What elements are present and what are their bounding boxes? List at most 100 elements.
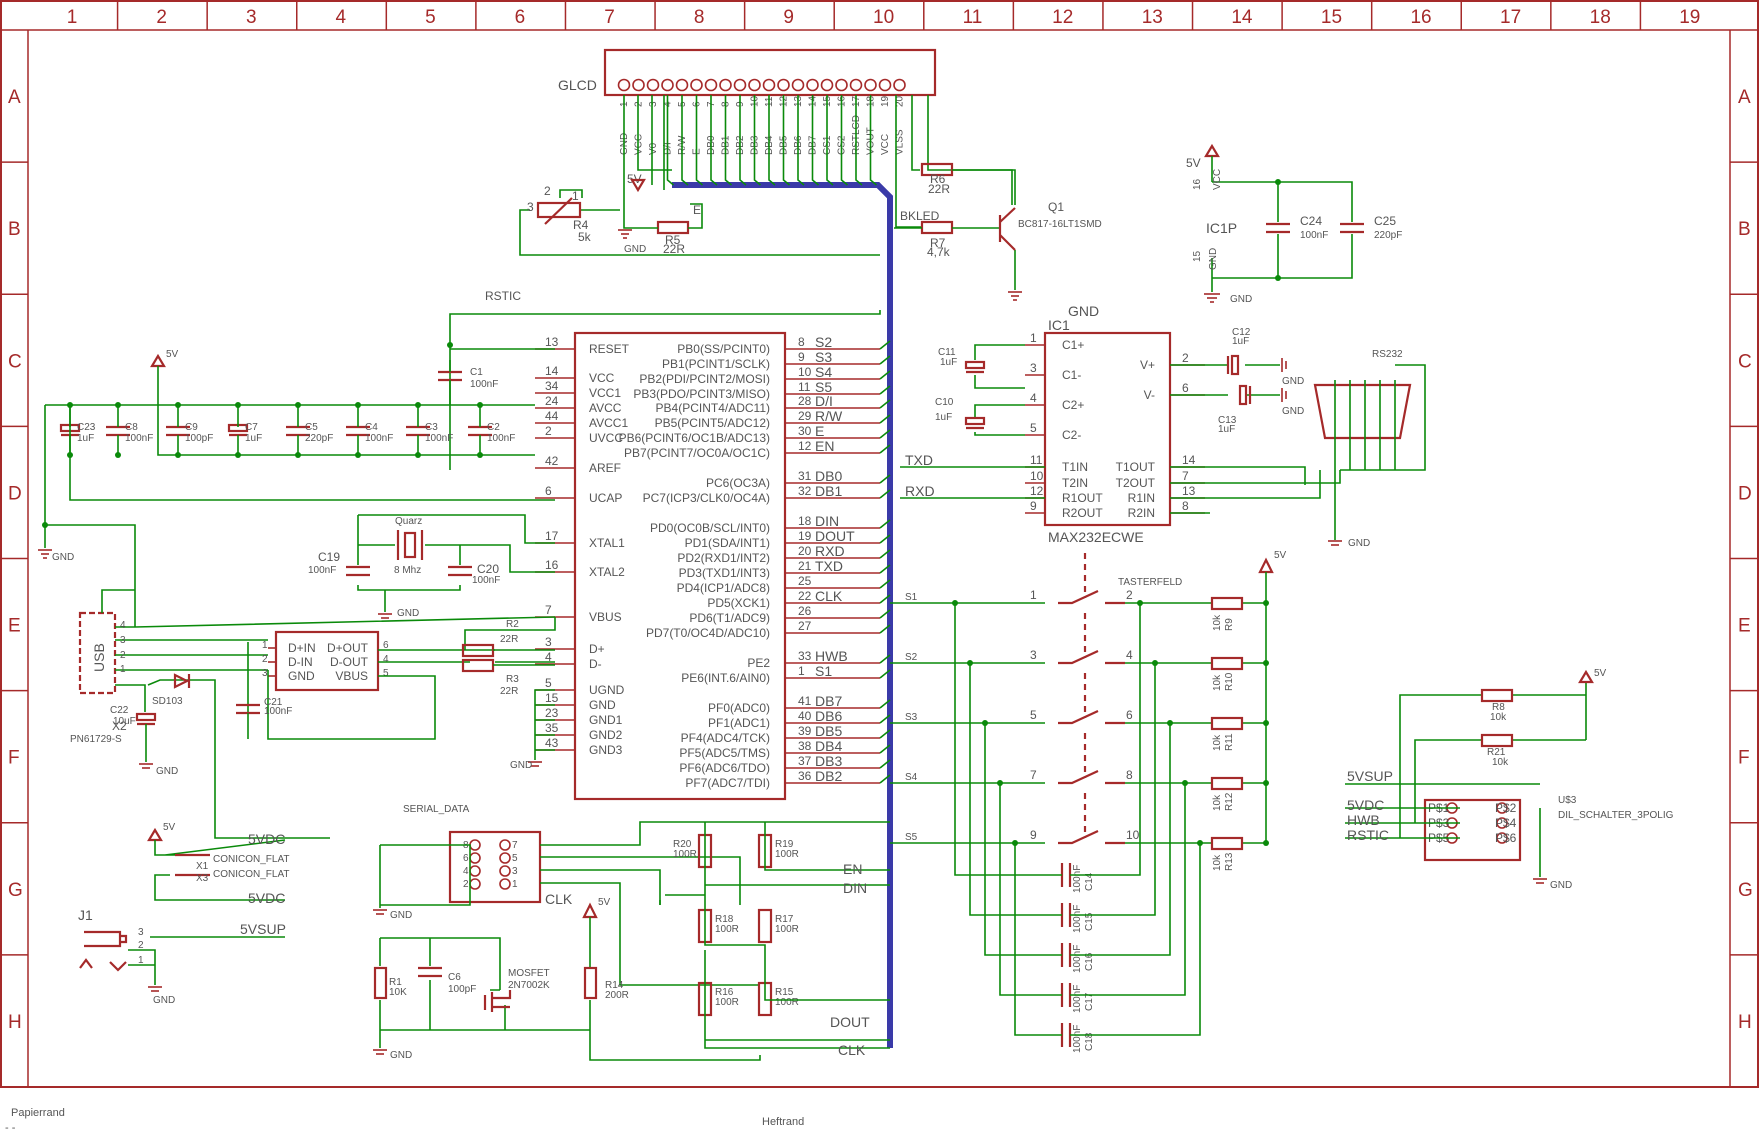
svg-text:3: 3: [120, 635, 126, 646]
column-header: 15: [1321, 7, 1342, 28]
serial-pin-number: 1: [512, 879, 518, 890]
svg-text:IC1: IC1: [1048, 317, 1070, 333]
svg-text:GND: GND: [1282, 376, 1304, 387]
svg-text:GND: GND: [1282, 406, 1304, 417]
max232-pin-name: V+: [1140, 358, 1155, 372]
glcd-pin-label: V0: [648, 142, 659, 155]
mcu-net-label: TXD: [815, 558, 843, 574]
max232-pin-name: C1-: [1062, 368, 1081, 382]
switch-pin-number: 9: [1030, 828, 1037, 842]
mcu-pin-name: PB6(PCINT6/OC1B/ADC13): [619, 431, 770, 445]
resistor-value: 100R: [673, 849, 697, 860]
svg-text:R1: R1: [389, 977, 402, 988]
mcu-pin-name: D+: [589, 642, 605, 656]
svg-text:EN: EN: [843, 861, 862, 877]
max232-pin-name: R1IN: [1128, 491, 1155, 505]
max232-pin-number: 1: [1030, 331, 1037, 345]
max232-pin-number: 9: [1030, 499, 1037, 513]
svg-text:10k: 10k: [1490, 712, 1507, 723]
mcu-pin-name: GND2: [589, 728, 623, 742]
decoupling-capacitors: C231uFC8100nFC9100pFC71uFC5220pFC4100nFC…: [59, 360, 515, 458]
svg-text:R6: R6: [930, 172, 946, 186]
svg-text:1uF: 1uF: [1232, 336, 1249, 347]
mcu-net-label: DB7: [815, 693, 842, 709]
r5-resistor: R5 22R E: [628, 203, 703, 256]
svg-text:C25: C25: [1374, 214, 1396, 228]
glcd-pin-number: 20: [895, 95, 906, 107]
mcu-pin-name: PD1(SDA/INT1): [685, 536, 770, 550]
column-header: 8: [694, 7, 705, 28]
switch-net-label: S1: [905, 592, 918, 603]
svg-text:IC1P: IC1P: [1206, 220, 1237, 236]
column-header: 12: [1052, 7, 1073, 28]
mcu-net-label: RXD: [815, 543, 845, 559]
row-header: C: [1738, 351, 1752, 372]
mcu-pin-number: 26: [798, 604, 812, 618]
usb-chip-pin-number: 1: [262, 640, 268, 651]
svg-text:10K: 10K: [389, 987, 407, 998]
capacitor-value: 1uF: [77, 433, 94, 444]
svg-text:DIL_SCHALTER_3POLIG: DIL_SCHALTER_3POLIG: [1558, 810, 1674, 821]
capacitor-value: 100nF: [1072, 1025, 1083, 1053]
mcu-pin-number: 38: [798, 739, 812, 753]
svg-text:R21: R21: [1487, 747, 1506, 758]
svg-text:RSTIC: RSTIC: [1347, 827, 1389, 843]
resistor-value: 100R: [715, 924, 739, 935]
mcu-pin-name: PF0(ADC0): [708, 701, 770, 715]
svg-text:C19: C19: [318, 550, 340, 564]
capacitor-label: C23: [77, 422, 96, 433]
svg-text:8 Mhz: 8 Mhz: [394, 565, 421, 576]
column-header: 14: [1231, 7, 1253, 28]
usb-connector: USB X2 PN61729-S 4 3 2 1: [70, 589, 556, 839]
mcu-pin-name: PD5(XCK1): [707, 596, 770, 610]
svg-text:22R: 22R: [663, 242, 685, 256]
mcu-pin-name: PD4(ICP1/ADC8): [677, 581, 770, 595]
svg-text:1: 1: [138, 955, 144, 966]
capacitor-label: C2: [487, 422, 500, 433]
resistor-value: 100R: [775, 924, 799, 935]
resistor-value: 10k: [1212, 614, 1223, 631]
mcu-pin-number: 19: [798, 529, 812, 543]
mcu-net-label: D/I: [815, 393, 833, 409]
svg-text:10k: 10k: [1492, 757, 1509, 768]
mcu-net-label: S4: [815, 364, 832, 380]
mcu-pin-number: 14: [545, 364, 559, 378]
mcu-pin-name: UCAP: [589, 491, 622, 505]
mcu-pin-name: PD2(RXD1/INT2): [677, 551, 770, 565]
svg-text:1uF: 1uF: [1218, 424, 1235, 435]
svg-text:100nF: 100nF: [1300, 230, 1328, 241]
column-header: 2: [156, 7, 167, 28]
mcu-pin-name: XTAL1: [589, 536, 625, 550]
mcu-pin-name: PD7(T0/OC4D/ADC10): [646, 626, 770, 640]
switch-net-label: S3: [905, 712, 918, 723]
usb-chip-pin-number: 4: [383, 654, 389, 665]
capacitor-label: C3: [425, 422, 438, 433]
resistor-label: R11: [1224, 733, 1235, 751]
mcu-pin-number: 1: [798, 664, 805, 678]
resistor-label: R20: [673, 839, 692, 850]
mcu-pin-name: PC7(ICP3/CLK0/OC4A): [643, 491, 770, 505]
capacitor-value: 100pF: [185, 433, 213, 444]
capacitor-label: C15: [1084, 912, 1095, 931]
q1-transistor: Q1 BC817-16LT1SMD: [998, 200, 1102, 251]
serial-pin-number: 7: [512, 840, 518, 851]
row-header: A: [8, 87, 21, 108]
row-header: G: [1738, 880, 1753, 901]
mcu-pin-name: PF6(ADC6/TDO): [679, 761, 770, 775]
svg-text:22R: 22R: [928, 182, 950, 196]
dil-pin-label: P$6: [1495, 831, 1517, 845]
capacitor-label: C18: [1084, 1032, 1095, 1051]
resistor-label: R12: [1224, 792, 1235, 811]
svg-text:X1: X1: [196, 861, 209, 872]
usb-chip-pin: D-IN: [288, 655, 313, 669]
max232-pin-number: 4: [1030, 391, 1037, 405]
svg-text:R3: R3: [506, 674, 519, 685]
mcu-pin-number: 22: [798, 589, 812, 603]
svg-text:22R: 22R: [500, 634, 518, 645]
glcd-pin-label: VCC: [634, 134, 645, 155]
mcu-pin-name: VBUS: [589, 610, 622, 624]
mcu-net-label: S5: [815, 379, 832, 395]
svg-text:R2: R2: [506, 619, 519, 630]
